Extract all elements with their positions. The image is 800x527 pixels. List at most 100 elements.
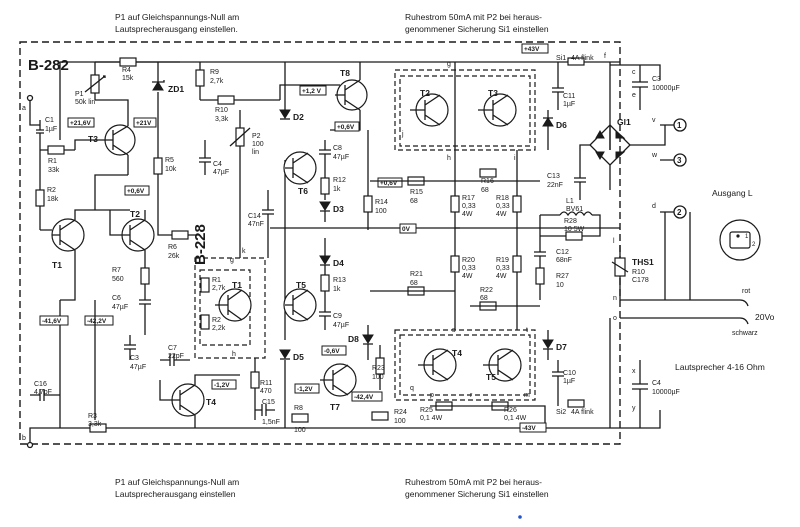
t4-transistor-driver: T4 [168,383,216,417]
svg-text:m: m [524,392,530,399]
svg-text:1: 1 [677,121,682,130]
svg-text:18k: 18k [47,196,59,203]
svg-text:T5: T5 [486,372,496,382]
svg-text:4W: 4W [496,211,507,218]
svg-text:4W: 4W [496,273,507,280]
svg-text:R19: R19 [496,257,509,264]
svg-text:68: 68 [481,187,489,194]
r28-resistor: R28 10 5W [564,218,585,241]
svg-text:x: x [632,368,636,375]
svg-text:C6: C6 [112,295,121,302]
speaker-impedance: Lautsprecher 4-16 Ohm [675,362,765,372]
l1-inductor: L1 BV61 [559,198,593,217]
r14-resistor: R14 100 [363,130,388,230]
c14-capacitor: C14 47nF [248,190,274,258]
svg-text:100: 100 [252,141,264,148]
svg-text:+0,6V: +0,6V [380,180,398,187]
svg-text:R2: R2 [212,317,221,324]
svg-text:+21,6V: +21,6V [70,120,91,127]
svg-text:R15: R15 [410,189,423,196]
ths1-thermal-switch: THS1 R10 C178 [611,245,654,300]
wire-red-label: rot [742,288,750,295]
voltage-1-2-top: +1,2 V [299,85,327,96]
svg-text:1µF: 1µF [45,126,57,133]
c12-capacitor: C12 68nF [534,236,572,268]
r4-resistor: R4 15k [119,57,137,82]
svg-text:+0,6V: +0,6V [337,124,355,131]
svg-text:47µF: 47µF [213,169,229,176]
svg-text:R24: R24 [394,409,407,416]
svg-text:ZD1: ZD1 [168,84,184,94]
svg-text:T4: T4 [206,397,216,407]
svg-text:h: h [447,155,451,162]
svg-text:R12: R12 [333,177,346,184]
voltage-plus-43: +43V [521,43,549,54]
svg-text:2: 2 [677,208,682,217]
r26-resistor: R26 0,1 4W [491,401,527,422]
svg-text:k: k [242,248,246,255]
svg-text:q: q [410,385,414,392]
svg-text:o: o [613,315,617,322]
svg-text:R1: R1 [212,277,221,284]
svg-text:R7: R7 [112,267,121,274]
svg-text:0,33: 0,33 [496,265,510,272]
t5-transistor-driver: T5 [283,280,317,322]
svg-text:C1: C1 [45,117,54,124]
svg-text:i: i [514,155,516,162]
r17-resistor: R17 0,33 4W [450,195,476,218]
c4-capacitor: C4 47µF [199,140,229,176]
svg-text:T6: T6 [298,186,308,196]
svg-text:T7: T7 [330,402,340,412]
c1-capacitor: C1 1µF [36,117,57,150]
svg-text:Gl1: Gl1 [617,117,631,127]
svg-text:-41,6V: -41,6V [42,318,62,325]
svg-text:D2: D2 [293,112,304,122]
terminal-1[interactable]: 1 [673,118,687,132]
svg-text:1µF: 1µF [563,378,575,385]
board-title: B-282 [28,57,69,74]
svg-text:+1,2 V: +1,2 V [302,88,322,95]
c9-capacitor: C9 47µF [319,300,349,330]
svg-text:b: b [22,435,26,442]
svg-text:n: n [613,295,617,302]
voltage-21-6: +21,6V [67,117,95,128]
r1-bias-resistor: R1 2,7k [200,277,226,293]
svg-text:1k: 1k [333,286,341,293]
svg-text:t: t [526,327,528,334]
svg-text:R17: R17 [462,195,475,202]
r3-resistor: R3 3,3k [88,413,107,433]
p1-potentiometer[interactable]: P1 50k lin [75,74,106,106]
t3-output-transistor: T3 [478,88,517,127]
svg-text:R4: R4 [122,67,131,74]
svg-text:3: 3 [677,156,682,165]
wire-black-label: schwarz [732,330,758,337]
svg-text:-0,6V: -0,6V [324,348,340,355]
svg-text:10k: 10k [165,166,177,173]
d8-diode: D8 [348,325,374,360]
terminal-2[interactable]: 2 [673,205,687,219]
voltage-minus-42-4: -42,4V [351,391,383,402]
p2-potentiometer[interactable]: P2 100 lin [229,110,264,258]
si2-fuse: Si2 4A flink [556,399,594,416]
svg-text:+0,6V: +0,6V [127,188,145,195]
svg-text:lin: lin [252,149,259,156]
svg-text:47µF: 47µF [130,364,146,371]
voltage-minus-43: -43V [519,422,547,433]
svg-text:-1,2V: -1,2V [214,382,230,389]
svg-text:22nF: 22nF [547,182,563,189]
svg-text:T2: T2 [130,209,140,219]
svg-text:0,1 4W: 0,1 4W [504,415,527,422]
svg-text:w: w [651,152,658,159]
t3-transistor: T3 [88,124,136,156]
svg-text:C4: C4 [652,380,661,387]
svg-text:68: 68 [410,280,418,287]
terminal-3[interactable]: 3 [673,153,687,167]
svg-text:1: 1 [745,234,749,240]
c16-capacitor: C16 4,7pF [30,381,60,401]
svg-text:C3: C3 [130,355,139,362]
svg-text:22pF: 22pF [168,353,184,360]
svg-text:-43V: -43V [522,425,536,432]
svg-text:0,1 4W: 0,1 4W [420,415,443,422]
svg-text:47µF: 47µF [333,322,349,329]
output-connector[interactable]: 1 2 [719,219,761,261]
